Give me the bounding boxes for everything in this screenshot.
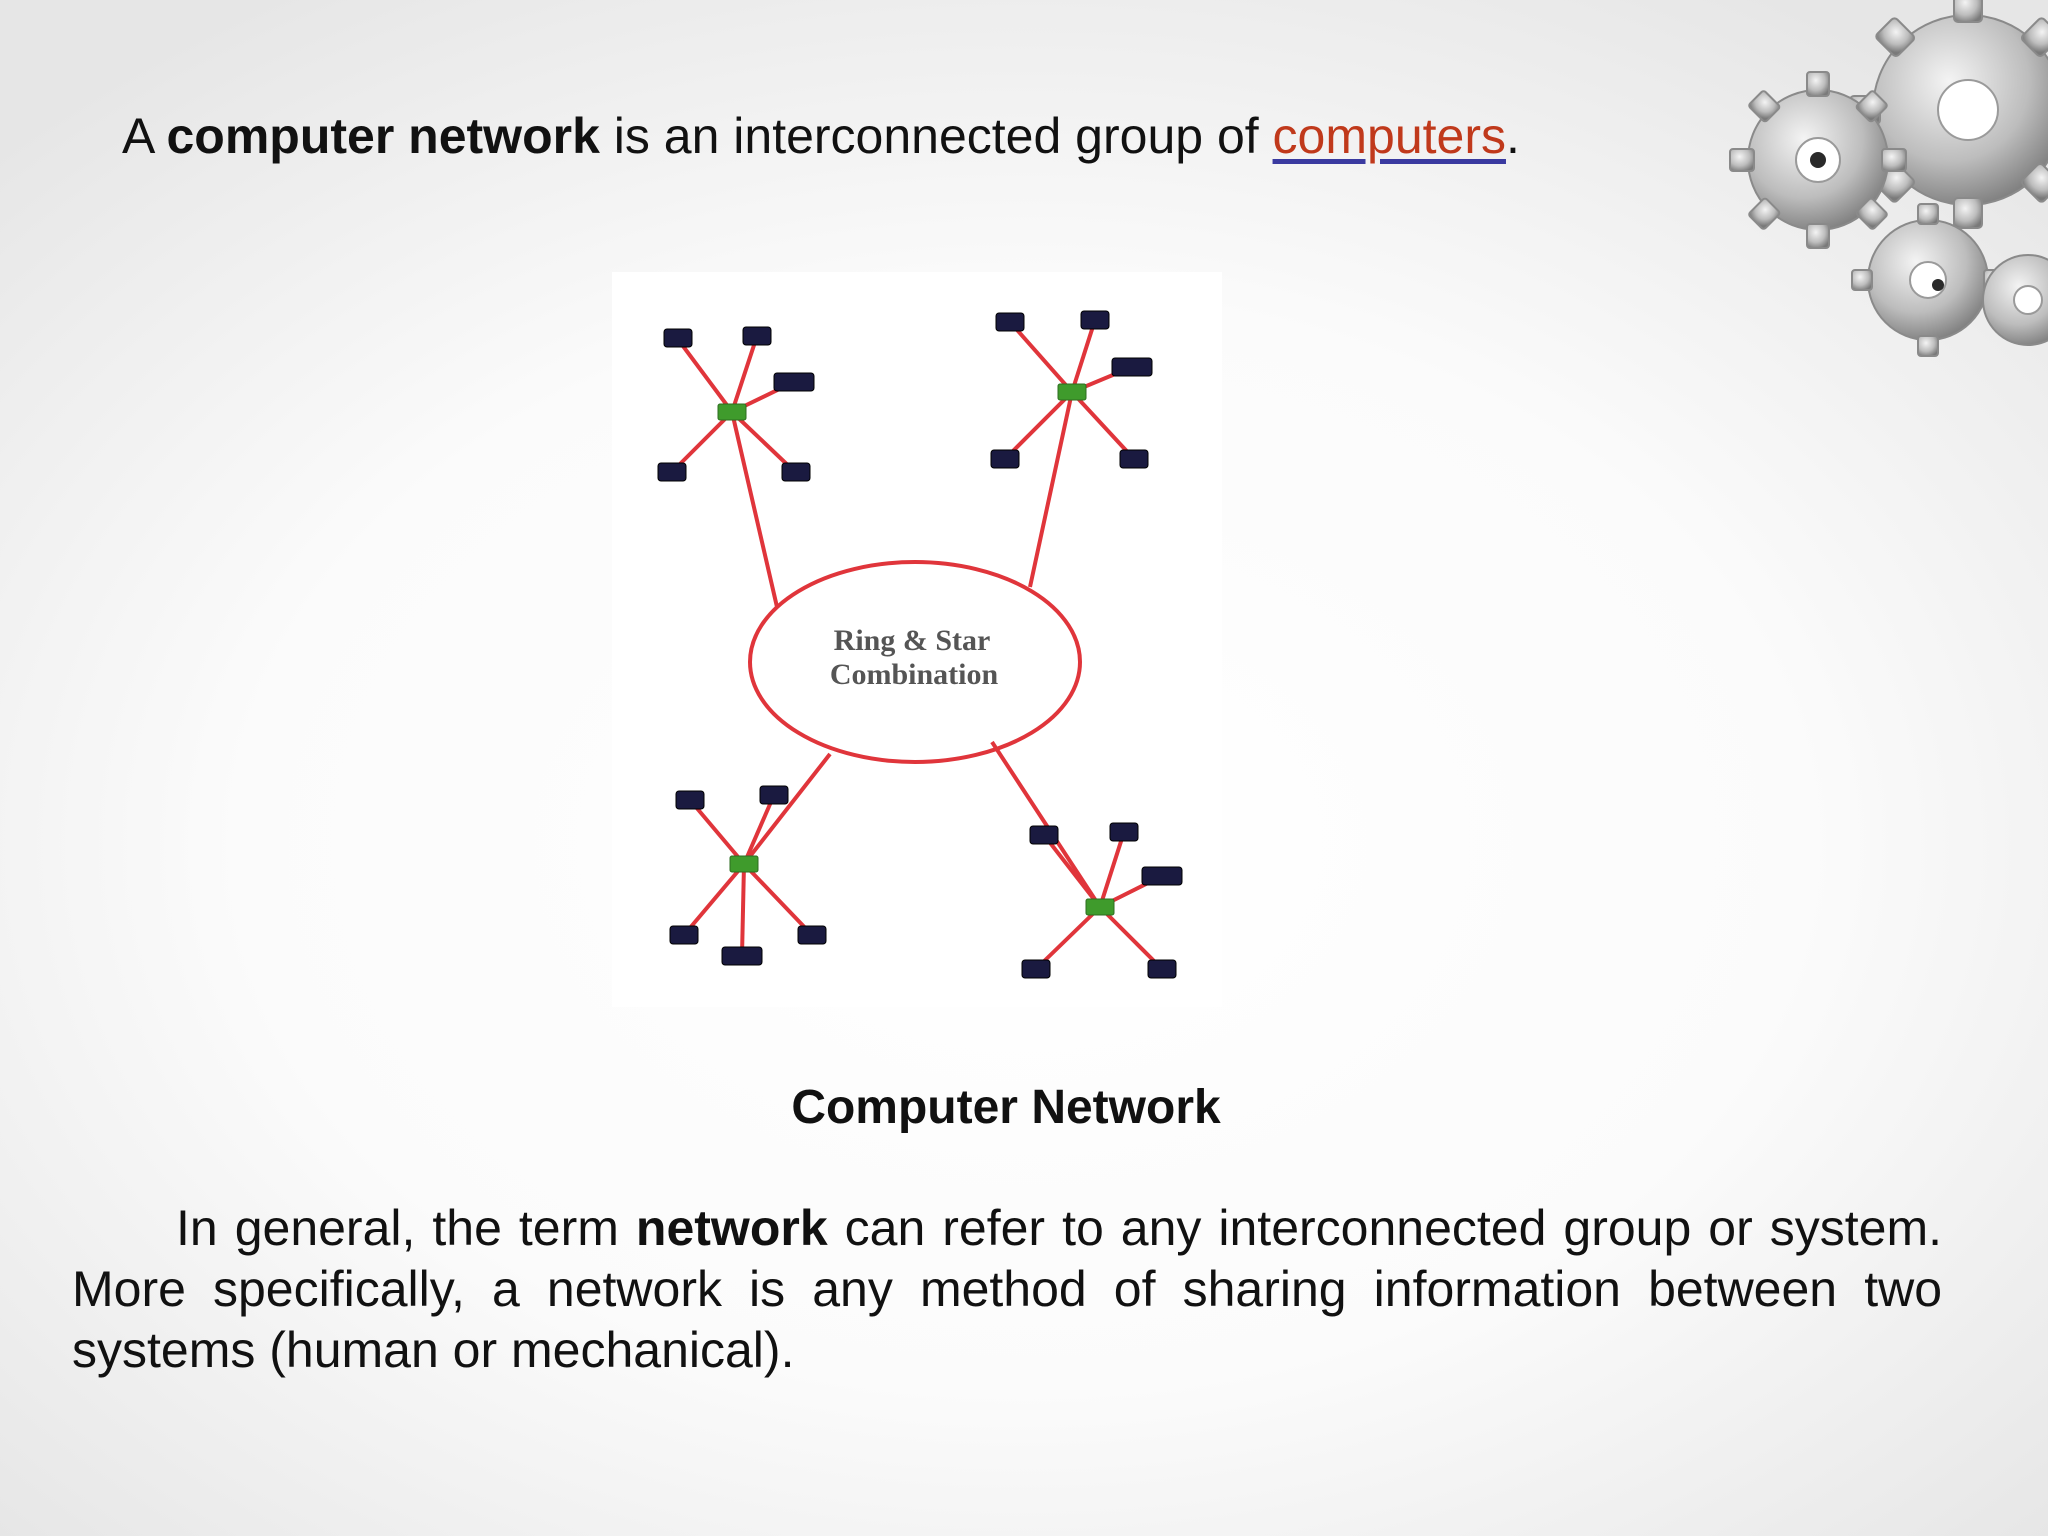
computer-node (1080, 310, 1110, 330)
computer-node (721, 946, 763, 966)
computer-node (1147, 959, 1177, 979)
computer-node (995, 312, 1025, 332)
body-paragraph: In general, the term network can refer t… (72, 1198, 1942, 1381)
computer-node (797, 925, 827, 945)
computer-node (990, 449, 1020, 469)
computer-node (1109, 822, 1139, 842)
intro-term: computer network (166, 108, 600, 164)
ring-label-line2: Combination (830, 658, 999, 691)
computer-node (1111, 357, 1153, 377)
computer-node (657, 462, 687, 482)
intro-suffix: . (1505, 108, 1520, 164)
paragraph-bold-term: network (635, 1200, 828, 1256)
intro-prefix: A (122, 108, 167, 164)
computer-node (781, 462, 811, 482)
computer-node (675, 790, 705, 810)
gears-decoration-icon (1668, 0, 2048, 380)
computer-node (1029, 825, 1059, 845)
computer-node (1021, 959, 1051, 979)
computer-node (663, 328, 693, 348)
paragraph-part2: can refer to any interconnected group or… (72, 1200, 1942, 1378)
computer-node (1119, 449, 1149, 469)
computers-link[interactable]: computers (1272, 108, 1506, 164)
hub-bottom-right (1085, 898, 1115, 916)
intro-middle: is an interconnected group of (599, 108, 1273, 164)
computer-node (669, 925, 699, 945)
computer-node (759, 785, 789, 805)
ring-label-line1: Ring & Star (834, 624, 991, 657)
hub-bottom-left (729, 855, 759, 873)
figure-caption: Computer Network (791, 1081, 1221, 1134)
computer-node (773, 372, 815, 392)
hub-top-left (717, 403, 747, 421)
ring-star-network-diagram: Ring & Star Combination (612, 272, 1222, 1007)
computer-node (742, 326, 772, 346)
central-ring (748, 560, 1082, 764)
intro-sentence: A computer network is an interconnected … (122, 106, 1520, 166)
computer-node (1141, 866, 1183, 886)
star-cluster-bottom-left (682, 794, 814, 957)
paragraph-part1: In general, the term (176, 1200, 636, 1256)
hub-top-right (1057, 383, 1087, 401)
